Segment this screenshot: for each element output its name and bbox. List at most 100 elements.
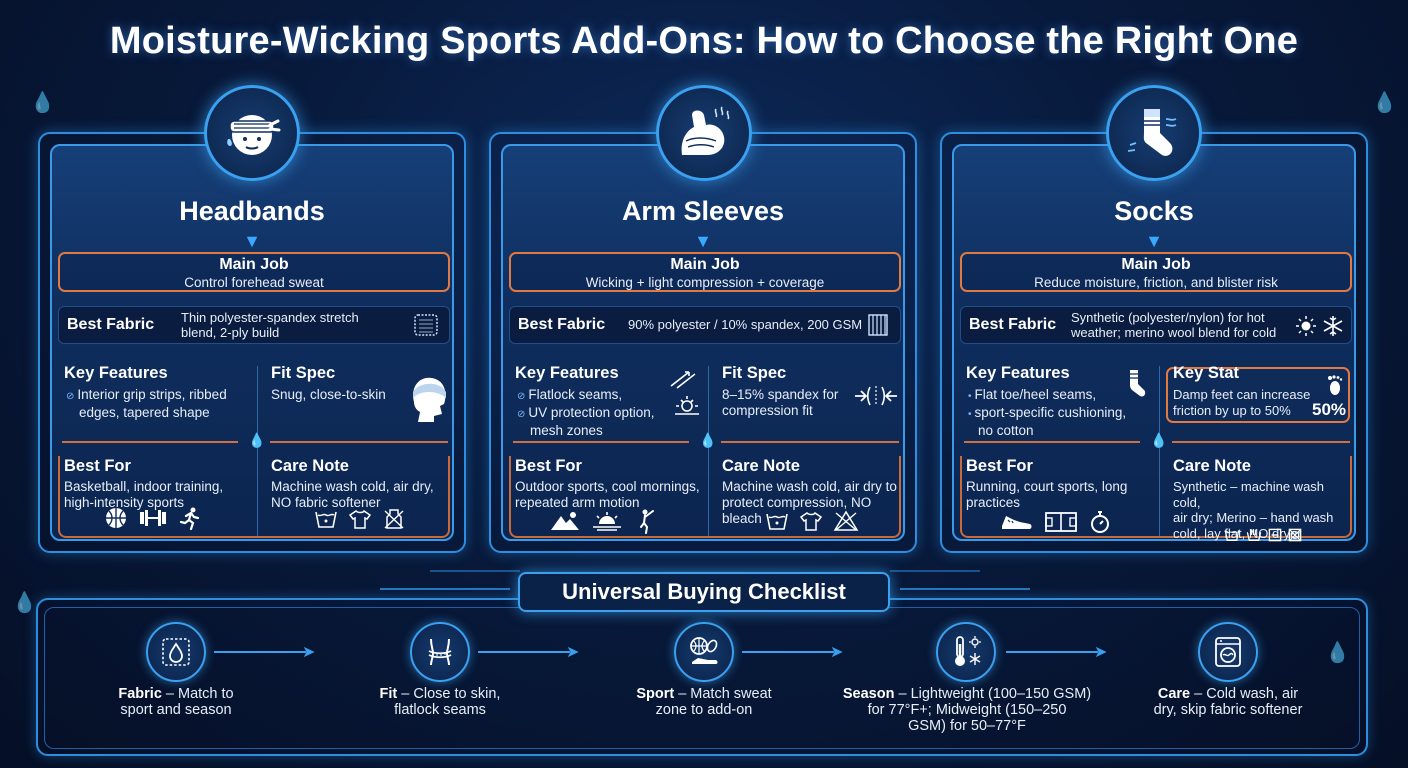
checklist-title: Universal Buying Checklist	[518, 572, 890, 612]
key-stat-value: 50%	[1312, 400, 1347, 419]
step-line: – Lightweight (100–150 GSM)	[894, 686, 1092, 702]
thermometer-weather-icon	[936, 622, 996, 682]
care-icons	[1224, 528, 1302, 542]
step-line: GSM) for 50–77°F	[908, 718, 1026, 734]
care-line: Machine wash cold, air dry,	[271, 479, 434, 494]
arrow-right-icon: ➤	[302, 644, 316, 661]
best-for-frame	[960, 456, 1160, 538]
feature-line: Flatlock seams,	[528, 387, 623, 402]
divider	[62, 441, 238, 443]
key-stat-line: friction by up to 50%	[1173, 403, 1291, 418]
feature-line: sport-specific cushioning,	[974, 405, 1127, 420]
main-job-text: Wicking + light compression + coverage	[585, 275, 825, 290]
care-line: NO fabric softener	[271, 495, 381, 510]
arrow-down-icon: ▼	[694, 231, 712, 251]
main-job-text: Control forehead sweat	[184, 275, 324, 290]
best-for-text: Basketball, indoor training, high-intens…	[64, 479, 223, 511]
step-season: Season – Lightweight (100–150 GSM) for 7…	[838, 686, 1096, 734]
care-note-text: Machine wash cold, air dry to protect co…	[722, 479, 903, 527]
sun-snow-icon	[1295, 315, 1345, 342]
step-line: – Close to skin,	[397, 686, 501, 702]
care-note-frame	[1160, 456, 1352, 538]
column-divider	[1159, 366, 1160, 536]
water-drop-icon: 💧	[30, 92, 55, 114]
step-line: – Match to	[161, 686, 234, 702]
step-line: – Cold wash, air	[1190, 686, 1299, 702]
water-drop-icon: 💧	[1325, 642, 1350, 664]
best-for-heading: Best For	[64, 457, 131, 475]
best-for-text: Outdoor sports, cool mornings, repeated …	[515, 479, 700, 511]
best-fabric-box: Best Fabric Thin polyester-spandex stret…	[58, 306, 450, 344]
sock-pair-icon	[1124, 368, 1152, 405]
flexed-arm-icon	[656, 85, 752, 181]
step-line: dry, skip fabric softener	[1153, 702, 1303, 718]
arrow-down-icon: ▼	[243, 231, 261, 251]
best-for-heading: Best For	[966, 457, 1033, 475]
card-panel: Headbands ▼ Main Job Control forehead sw…	[50, 144, 454, 541]
care-note-frame	[709, 456, 901, 538]
care-icons	[765, 510, 859, 532]
column-divider	[257, 366, 258, 536]
bullet-icon: ⊘	[517, 391, 526, 402]
arrow-right-icon: ➤	[566, 644, 580, 661]
runner-icon	[179, 507, 200, 530]
care-note-heading: Care Note	[271, 457, 349, 475]
best-for-icons	[549, 508, 659, 534]
flow-line	[1006, 651, 1098, 653]
care-line: air dry; Merino – hand wash	[1173, 510, 1334, 525]
feature-line: Flat toe/heel seams,	[974, 387, 1097, 402]
key-features-heading: Key Features	[966, 364, 1070, 382]
column-divider	[708, 366, 709, 536]
dry-flat-icon	[1268, 528, 1282, 542]
bullet-icon: •	[968, 409, 972, 420]
divider	[1172, 441, 1350, 443]
bullet-icon: ⊘	[517, 409, 526, 420]
sock-icon	[1106, 85, 1202, 181]
key-features-heading: Key Features	[515, 364, 619, 382]
best-for-line: practices	[966, 495, 1021, 510]
shirt-icon	[348, 509, 372, 529]
best-for-frame	[58, 456, 258, 538]
best-fabric-heading: Best Fabric	[969, 316, 1057, 333]
card-title: Headbands	[179, 196, 325, 226]
golfer-icon	[640, 509, 654, 534]
main-job-box: Main Job Reduce moisture, friction, and …	[960, 252, 1352, 292]
flow-line	[478, 651, 570, 653]
best-for-line: Running, court sports, long	[966, 479, 1128, 494]
best-fabric-line: Thin polyester-spandex stretch	[181, 310, 359, 325]
foot-icon	[1324, 374, 1346, 401]
headband-icon	[204, 85, 300, 181]
feature-line: no cotton	[978, 423, 1034, 438]
fabric-swatch-icon	[413, 313, 439, 342]
main-job-box: Main Job Wicking + light compression + c…	[509, 252, 901, 292]
wash-cold-icon	[766, 513, 788, 530]
step-line: flatlock seams	[394, 702, 486, 718]
arrow-down-icon: ▼	[1145, 231, 1163, 251]
washing-machine-icon	[1198, 622, 1258, 682]
decorative-line	[430, 570, 520, 572]
best-for-line: Basketball, indoor training,	[64, 479, 224, 494]
card-headbands: Headbands ▼ Main Job Control forehead sw…	[38, 132, 466, 553]
step-line: – Match sweat	[674, 686, 772, 702]
card-panel: Arm Sleeves ▼ Main Job Wicking + light c…	[501, 144, 905, 541]
fit-spec-heading: Fit Spec	[271, 364, 336, 382]
best-for-icons	[104, 506, 202, 530]
divider	[513, 441, 689, 443]
best-fabric-text: Thin polyester-spandex stretch blend, 2-…	[181, 310, 359, 340]
fit-spec-text: 8–15% spandex for compression fit	[722, 387, 838, 419]
dumbbell-icon	[140, 510, 166, 526]
head-profile-icon	[404, 372, 450, 429]
step-label: Sport	[636, 686, 675, 702]
bullet-icon: •	[968, 391, 972, 402]
water-drop-icon: 💧	[12, 592, 37, 614]
no-bleach-icon	[833, 510, 859, 531]
key-features-text: •Flat toe/heel seams, •sport-specific cu…	[968, 387, 1148, 439]
key-stat-box	[1166, 367, 1350, 423]
fabric-weave-icon	[866, 313, 890, 342]
fit-spec-text: Snug, close-to-skin	[271, 387, 386, 402]
uv-sun-icon	[667, 368, 701, 423]
best-for-line: repeated arm motion	[515, 495, 640, 510]
best-fabric-box: Best Fabric 90% polyester / 10% spandex,…	[509, 306, 901, 344]
no-softener-icon	[384, 509, 404, 529]
care-note-frame	[258, 456, 450, 538]
